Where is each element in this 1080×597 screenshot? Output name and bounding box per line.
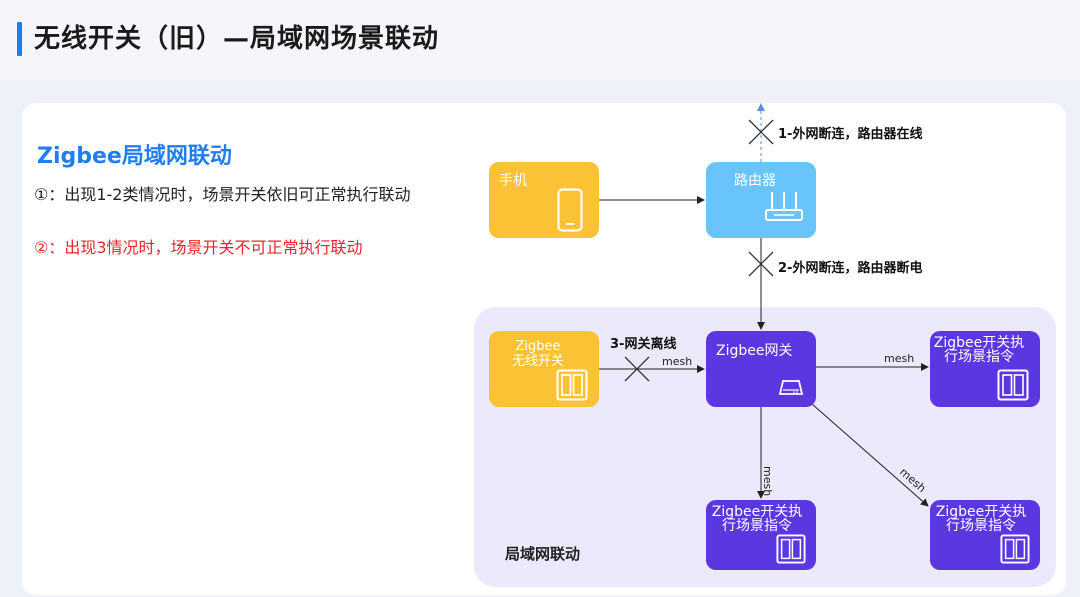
executor-2-label-2: 行场景指令: [722, 518, 792, 534]
status-1: 1-外网断连，路由器在线: [778, 127, 923, 142]
cross-mark-1: [748, 119, 774, 145]
executor-1-label-1: Zigbee开关执: [933, 335, 1025, 351]
gateway-label: Zigbee网关: [716, 343, 793, 359]
zigbee-switch-label-1: Zigbee: [515, 339, 561, 354]
gateway-node: Zigbee网关: [706, 331, 816, 407]
wall-switch-icon: [997, 369, 1029, 401]
executor-3-label-2: 行场景指令: [946, 518, 1016, 534]
wall-switch-icon: [1000, 534, 1030, 564]
title-accent-bar: [17, 22, 22, 56]
phone-node: 手机: [489, 162, 599, 238]
edge-label-gateway-executor2: mesh: [761, 466, 774, 496]
lan-label: 局域网联动: [505, 545, 581, 563]
executor-1-label-2: 行场景指令: [944, 349, 1014, 365]
edge-label-switch-gateway: mesh: [662, 355, 692, 368]
note-2: ②：出现3情况时，场景开关不可正常执行联动: [34, 238, 363, 257]
wall-switch-icon: [776, 534, 806, 564]
router-node: 路由器: [706, 162, 816, 238]
executor-node-1: Zigbee开关执 行场景指令: [930, 331, 1040, 407]
zigbee-switch-label-2: 无线开关: [511, 354, 564, 369]
note-1: ①：出现1-2类情况时，场景开关依旧可正常执行联动: [34, 185, 411, 204]
status-2: 2-外网断连，路由器断电: [778, 261, 923, 276]
router-label: 路由器: [734, 173, 776, 189]
status-3: 3-网关离线: [610, 337, 677, 352]
edge-label-gateway-executor1: mesh: [884, 352, 914, 365]
executor-node-2: Zigbee开关执 行场景指令: [706, 500, 816, 570]
section-title: Zigbee局域网联动: [37, 144, 232, 169]
zigbee-switch-node: Zigbee 无线开关: [489, 331, 599, 407]
edge-label-gateway-executor3: mesh: [897, 465, 928, 495]
gateway-executor3-link: [811, 403, 929, 507]
executor-2-label-1: Zigbee开关执: [711, 504, 803, 520]
phone-label: 手机: [499, 173, 527, 189]
router-icon: [764, 190, 804, 224]
phone-icon: [557, 188, 583, 232]
wall-switch-icon: [556, 369, 588, 401]
executor-node-3: Zigbee开关执 行场景指令: [930, 500, 1040, 570]
page-title: 无线开关（旧）—局域网场景联动: [34, 24, 440, 54]
gateway-icon: [778, 379, 804, 397]
cross-mark-2: [748, 251, 774, 277]
header-bar: [0, 0, 1080, 80]
executor-3-label-1: Zigbee开关执: [935, 504, 1027, 520]
cross-mark-3: [624, 356, 650, 382]
